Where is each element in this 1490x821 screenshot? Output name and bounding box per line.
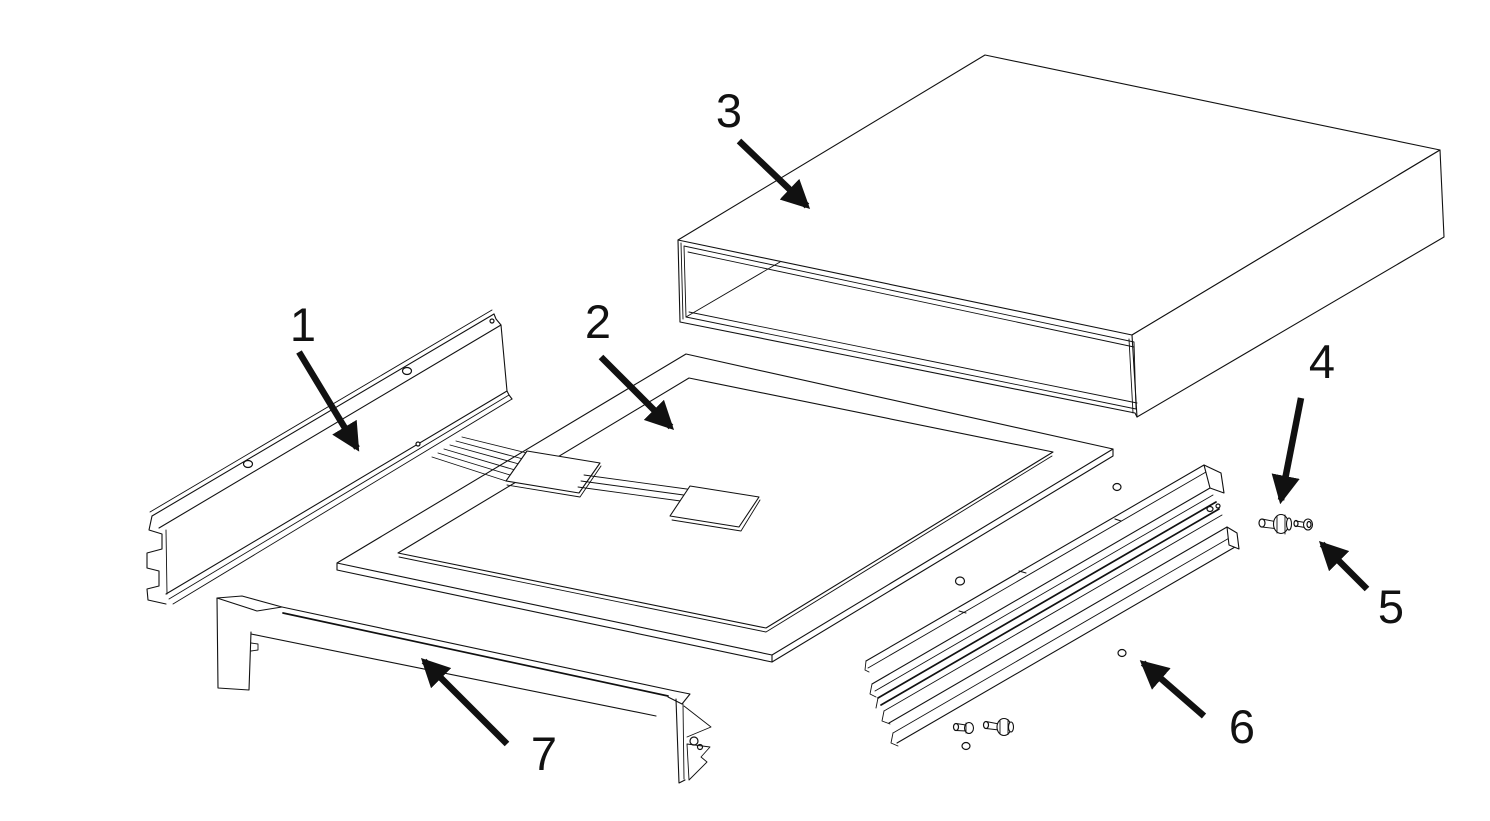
pan-head-screw — [952, 721, 975, 735]
callout-label-4: 4 — [1309, 335, 1335, 388]
screw-item-5 — [1293, 518, 1314, 531]
callout-6: 6 — [1139, 660, 1255, 753]
flex-ribbon-cable — [431, 436, 761, 532]
callout-arrow-1 — [296, 350, 360, 452]
callout-7: 7 — [420, 657, 557, 780]
screw-hole — [954, 576, 966, 586]
screw-holes — [954, 482, 1127, 751]
callout-label-1: 1 — [290, 298, 316, 351]
screw-hole — [961, 741, 971, 751]
screw-hole-item-6 — [1117, 648, 1127, 658]
callout-arrow-5 — [1318, 540, 1370, 592]
callout-4: 4 — [1271, 335, 1335, 505]
callout-arrow-6 — [1139, 660, 1207, 719]
part-1-side-rail-left — [146, 309, 513, 605]
callout-arrow-4 — [1271, 397, 1305, 505]
part-2-touch-panel — [336, 353, 1114, 663]
right-mounting-rail — [864, 464, 1240, 747]
callout-arrow-2 — [598, 354, 675, 431]
screws-under-rail — [952, 717, 1015, 737]
callout-label-3: 3 — [716, 84, 742, 137]
callout-arrow-3 — [736, 138, 811, 209]
callout-label-6: 6 — [1229, 700, 1255, 753]
callout-label-7: 7 — [531, 727, 557, 780]
callout-label-2: 2 — [585, 295, 611, 348]
flex-connector-pad-1 — [505, 450, 601, 494]
callout-1: 1 — [290, 298, 360, 452]
callout-5: 5 — [1318, 540, 1404, 633]
part-3-enclosure-cover — [677, 54, 1445, 418]
hex-head-screw — [982, 717, 1015, 737]
part-7-front-bezel — [216, 595, 712, 784]
screw-hole — [1112, 482, 1122, 492]
panel-active-area — [397, 377, 1054, 629]
screw-item-4 — [1258, 513, 1293, 535]
callout-label-5: 5 — [1378, 580, 1404, 633]
callout-arrow-7 — [420, 657, 510, 747]
callout-2: 2 — [585, 295, 675, 431]
callout-3: 3 — [716, 84, 811, 209]
flex-connector-pad-2 — [669, 485, 760, 528]
